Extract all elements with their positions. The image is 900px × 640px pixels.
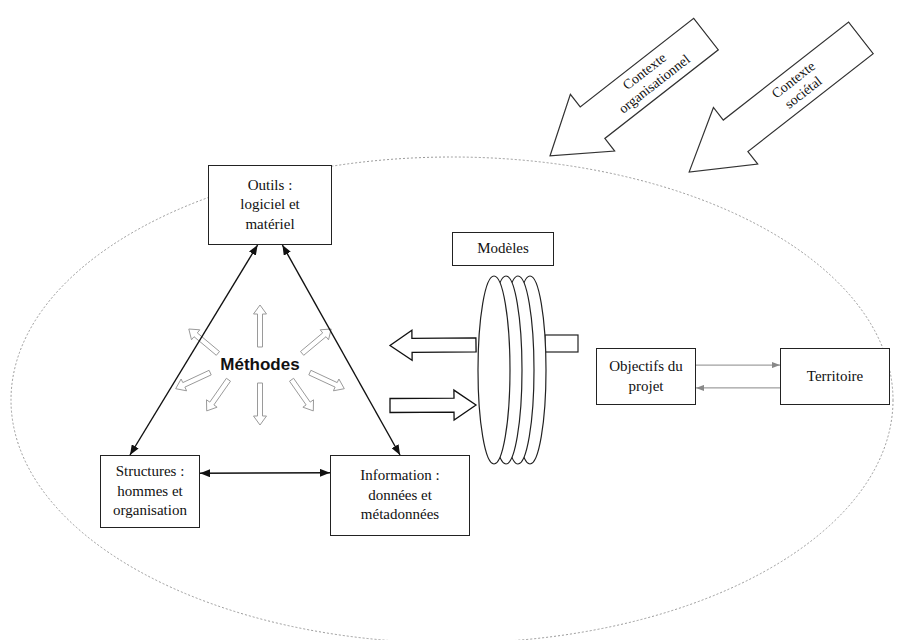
box-label: Structures : hommes et organisation <box>107 462 193 521</box>
axle-stub <box>545 335 578 352</box>
box-label: Information : données et métadonnées <box>341 466 459 525</box>
arrow-shape <box>667 10 883 201</box>
star-arrow <box>254 305 267 347</box>
context-ellipse <box>11 157 893 640</box>
methods-label: Méthodes <box>217 355 302 375</box>
model-heading-box: Modèles <box>452 232 554 266</box>
arrow-label-area: Contexte sociétal <box>723 22 874 152</box>
star-arrow <box>254 383 267 425</box>
process-box: Information : données et métadonnées <box>330 455 470 536</box>
model-label: Modèles <box>477 239 529 259</box>
hollow-arrow <box>390 390 476 420</box>
model-disc <box>478 276 510 464</box>
connector-arrow <box>200 472 330 474</box>
arrow-label-area: Contexte organisationnel <box>580 18 719 139</box>
connector-arrow <box>696 365 780 366</box>
process-box: Outils : logiciel et matériel <box>208 165 332 245</box>
star-arrow <box>176 370 212 391</box>
box-label: Outils : logiciel et matériel <box>229 176 311 235</box>
box-label: Territoire <box>807 367 863 387</box>
connector-arrow <box>282 245 400 455</box>
star-arrow <box>301 329 332 355</box>
star-arrow <box>290 378 314 411</box>
process-box: Territoire <box>780 348 890 405</box>
hollow-arrow <box>390 330 476 360</box>
models-stack: Modèles <box>476 232 580 467</box>
star-arrow <box>207 378 231 411</box>
method-star <box>176 305 345 425</box>
process-box: Objectifs du projet <box>596 348 696 405</box>
methods-triangle: Méthodes <box>130 290 390 440</box>
star-arrow <box>309 370 345 391</box>
box-label: Objectifs du projet <box>603 357 689 396</box>
process-box: Structures : hommes et organisation <box>100 455 200 528</box>
context-label: Contexte organisationnel <box>596 32 702 125</box>
connector-arrow <box>696 387 780 388</box>
connector-arrow <box>130 245 258 455</box>
